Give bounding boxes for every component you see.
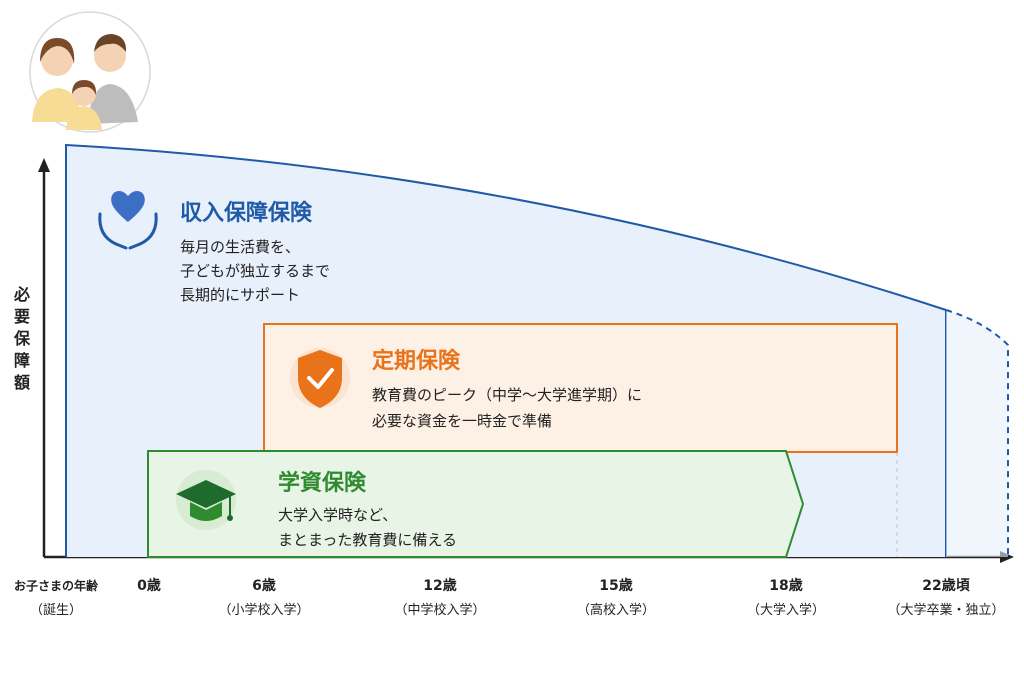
income-insurance-line-3: 長期的にサポート bbox=[180, 286, 300, 304]
family-icon bbox=[29, 11, 151, 133]
term-insurance-line-1: 教育費のピーク（中学〜大学進学期）に bbox=[372, 386, 642, 404]
x-tick-sublabel: （中学校入学） bbox=[394, 602, 485, 618]
x-tick-label: 22歳頃 bbox=[922, 577, 970, 594]
income-insurance-line-2: 子どもが独立するまで bbox=[180, 262, 330, 280]
y-axis-label-char: 額 bbox=[13, 373, 30, 392]
shield-check-icon bbox=[290, 348, 350, 408]
x-tick-label: 0歳 bbox=[137, 577, 161, 594]
x-origin-label: お子さまの年齢 bbox=[14, 578, 99, 593]
x-tick-label: 6歳 bbox=[252, 577, 276, 594]
x-tick-sublabel: （高校入学） bbox=[577, 602, 655, 618]
term-insurance-line-2: 必要な資金を一時金で準備 bbox=[372, 412, 552, 430]
y-axis-label-char: 必 bbox=[13, 285, 30, 304]
x-tick-label: 15歳 bbox=[599, 577, 632, 594]
education-insurance-line-1: 大学入学時など、 bbox=[278, 506, 397, 524]
graduation-cap-icon bbox=[176, 470, 236, 530]
heart-hands-icon bbox=[98, 190, 158, 250]
x-origin-sublabel: （誕生） bbox=[30, 603, 82, 618]
income-insurance-line-1: 毎月の生活費を、 bbox=[180, 238, 300, 256]
education-insurance-title: 学資保険 bbox=[278, 470, 367, 496]
income-insurance-title: 収入保障保険 bbox=[180, 200, 313, 226]
term-insurance-area bbox=[263, 323, 898, 453]
x-tick-sublabel: （大学入学） bbox=[747, 602, 825, 618]
x-tick-sublabel: （大学卒業・独立） bbox=[887, 602, 1004, 618]
y-axis-label-char: 保 bbox=[13, 329, 31, 348]
x-tick-sublabel: （小学校入学） bbox=[218, 602, 309, 618]
x-tick-label: 18歳 bbox=[769, 577, 802, 594]
y-axis-label-char: 障 bbox=[14, 351, 30, 370]
term-insurance-title: 定期保険 bbox=[372, 348, 461, 374]
education-insurance-area bbox=[147, 450, 805, 558]
y-axis-label-char: 要 bbox=[14, 307, 30, 326]
x-tick-label: 12歳 bbox=[423, 577, 456, 594]
education-insurance-line-2: まとまった教育費に備える bbox=[278, 531, 457, 549]
